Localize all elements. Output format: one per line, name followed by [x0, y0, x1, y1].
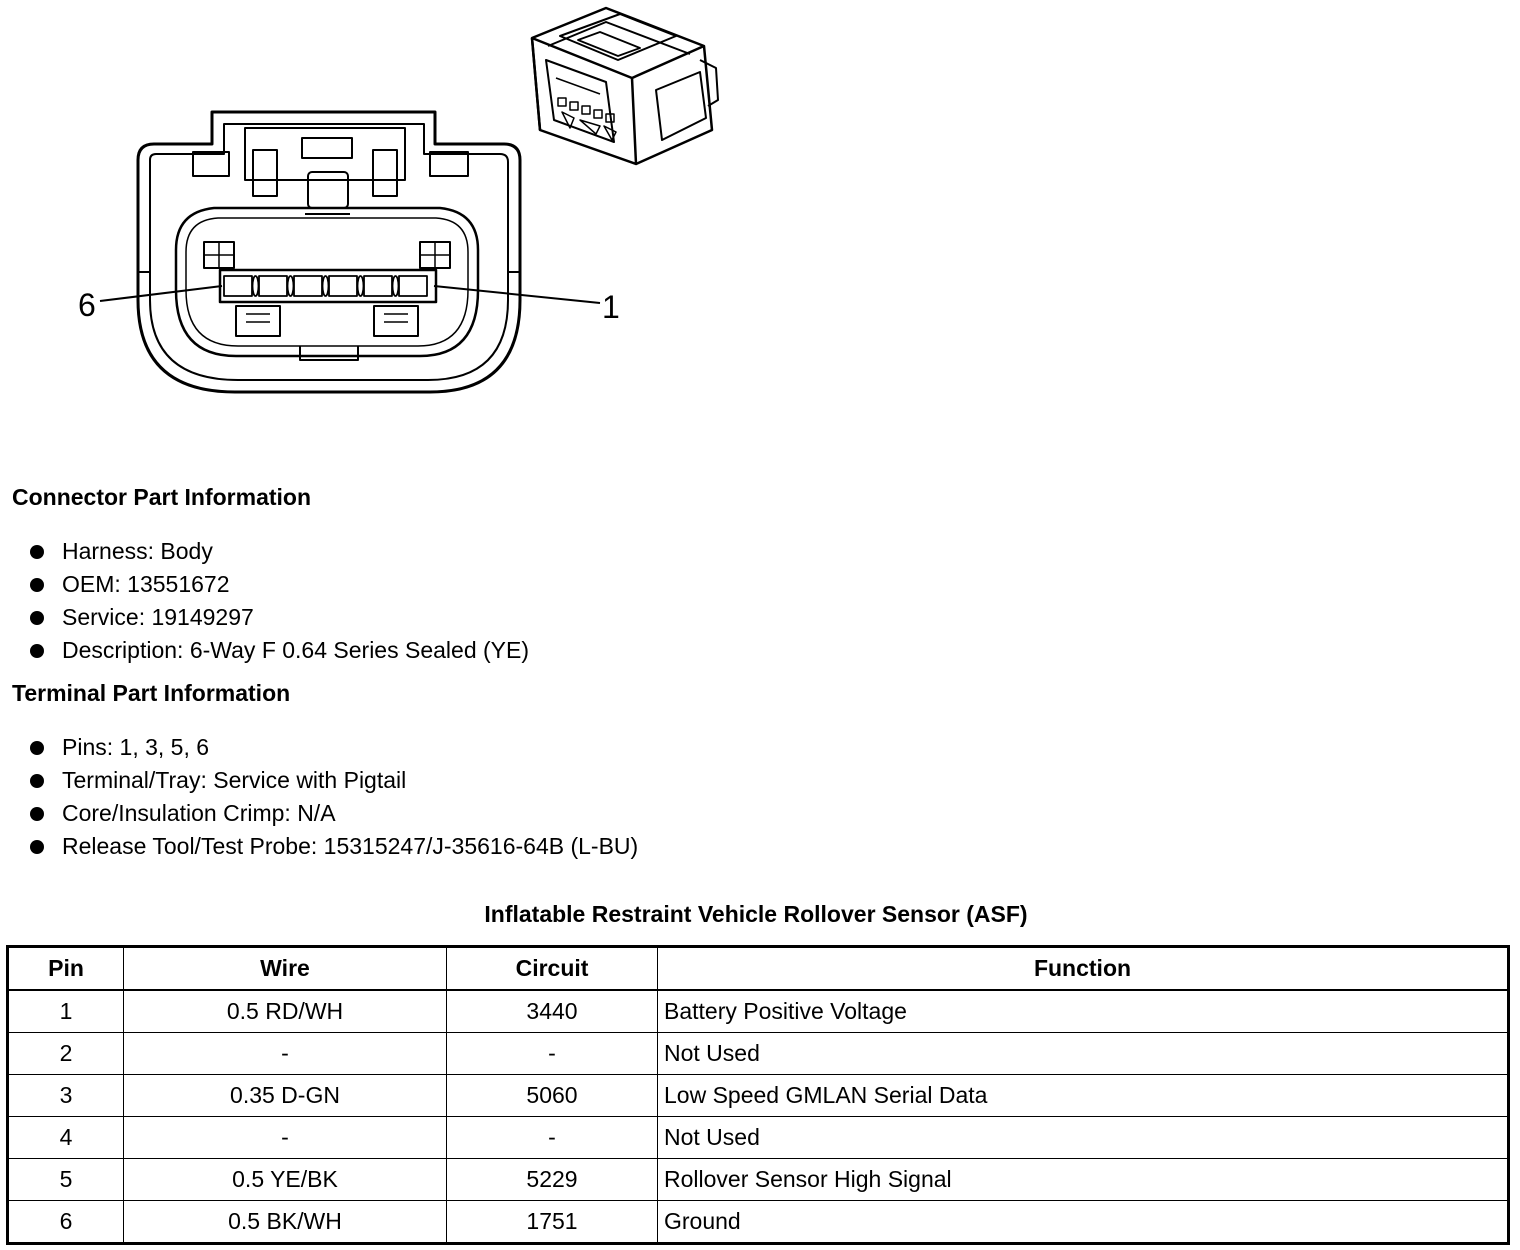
cell-wire: 0.35 D-GN	[123, 1074, 447, 1117]
connector-info-list: Harness: Body OEM: 13551672 Service: 191…	[0, 535, 529, 667]
bullet-icon	[30, 807, 44, 821]
cell-circuit: 3440	[446, 989, 658, 1033]
cell-wire: 0.5 RD/WH	[123, 989, 447, 1033]
cell-wire: 0.5 YE/BK	[123, 1158, 447, 1201]
table-row: 6 0.5 BK/WH 1751 Ground	[7, 1200, 1509, 1244]
list-item-text: Description: 6-Way F 0.64 Series Sealed …	[62, 637, 529, 663]
terminal-info-heading: Terminal Part Information	[12, 680, 291, 706]
pin-label-1: 1	[602, 289, 620, 325]
table-header-row: Pin Wire Circuit Function	[7, 946, 1509, 991]
header-wire: Wire	[123, 946, 447, 991]
list-item-text: Release Tool/Test Probe: 15315247/J-3561…	[62, 833, 639, 859]
cell-circuit: -	[446, 1116, 658, 1159]
list-item: Description: 6-Way F 0.64 Series Sealed …	[0, 634, 529, 667]
list-item: Pins: 1, 3, 5, 6	[0, 731, 638, 764]
list-item-text: Terminal/Tray: Service with Pigtail	[62, 767, 407, 793]
cell-pin: 3	[7, 1074, 124, 1117]
table-row: 2 - - Not Used	[7, 1032, 1509, 1075]
bullet-icon	[30, 578, 44, 592]
cell-circuit: 5060	[446, 1074, 658, 1117]
table-title: Inflatable Restraint Vehicle Rollover Se…	[484, 901, 1028, 927]
cell-pin: 1	[7, 989, 124, 1033]
cell-circuit: -	[446, 1032, 658, 1075]
table-row: 1 0.5 RD/WH 3440 Battery Positive Voltag…	[7, 989, 1509, 1033]
cell-pin: 6	[7, 1200, 124, 1244]
cell-function: Battery Positive Voltage	[657, 989, 1509, 1033]
cell-pin: 5	[7, 1158, 124, 1201]
connector-info-heading: Connector Part Information	[12, 484, 312, 510]
pin-label-6: 6	[78, 287, 96, 323]
header-circuit: Circuit	[446, 946, 658, 991]
cell-circuit: 1751	[446, 1200, 658, 1244]
list-item: OEM: 13551672	[0, 568, 529, 601]
header-function: Function	[657, 946, 1509, 991]
bullet-icon	[30, 774, 44, 788]
pinout-table: Pin Wire Circuit Function 1 0.5 RD/WH 34…	[6, 945, 1510, 1245]
list-item-text: Core/Insulation Crimp: N/A	[62, 800, 336, 826]
bullet-icon	[30, 611, 44, 625]
bullet-icon	[30, 545, 44, 559]
cell-function: Not Used	[657, 1116, 1509, 1159]
cell-pin: 2	[7, 1032, 124, 1075]
list-item-text: OEM: 13551672	[62, 571, 230, 597]
list-item-text: Pins: 1, 3, 5, 6	[62, 734, 210, 760]
list-item: Core/Insulation Crimp: N/A	[0, 797, 638, 830]
bullet-icon	[30, 741, 44, 755]
terminal-info-list: Pins: 1, 3, 5, 6 Terminal/Tray: Service …	[0, 731, 638, 863]
bullet-icon	[30, 644, 44, 658]
cell-wire: 0.5 BK/WH	[123, 1200, 447, 1244]
list-item: Release Tool/Test Probe: 15315247/J-3561…	[0, 830, 638, 863]
table-row: 4 - - Not Used	[7, 1116, 1509, 1159]
connector-diagram: 6 1	[78, 6, 719, 394]
cell-pin: 4	[7, 1116, 124, 1159]
header-pin: Pin	[7, 946, 124, 991]
list-item-text: Harness: Body	[62, 538, 213, 564]
list-item-text: Service: 19149297	[62, 604, 254, 630]
cell-circuit: 5229	[446, 1158, 658, 1201]
cell-wire: -	[123, 1116, 447, 1159]
table-row: 5 0.5 YE/BK 5229 Rollover Sensor High Si…	[7, 1158, 1509, 1201]
bullet-icon	[30, 840, 44, 854]
cell-function: Low Speed GMLAN Serial Data	[657, 1074, 1509, 1117]
connector-isometric	[530, 6, 719, 166]
list-item: Service: 19149297	[0, 601, 529, 634]
list-item: Terminal/Tray: Service with Pigtail	[0, 764, 638, 797]
list-item: Harness: Body	[0, 535, 529, 568]
cell-wire: -	[123, 1032, 447, 1075]
connector-cavity	[174, 206, 480, 358]
table-row: 3 0.35 D-GN 5060 Low Speed GMLAN Serial …	[7, 1074, 1509, 1117]
cell-function: Rollover Sensor High Signal	[657, 1158, 1509, 1201]
cell-function: Ground	[657, 1200, 1509, 1244]
cell-function: Not Used	[657, 1032, 1509, 1075]
connector-face-outer	[136, 110, 522, 394]
